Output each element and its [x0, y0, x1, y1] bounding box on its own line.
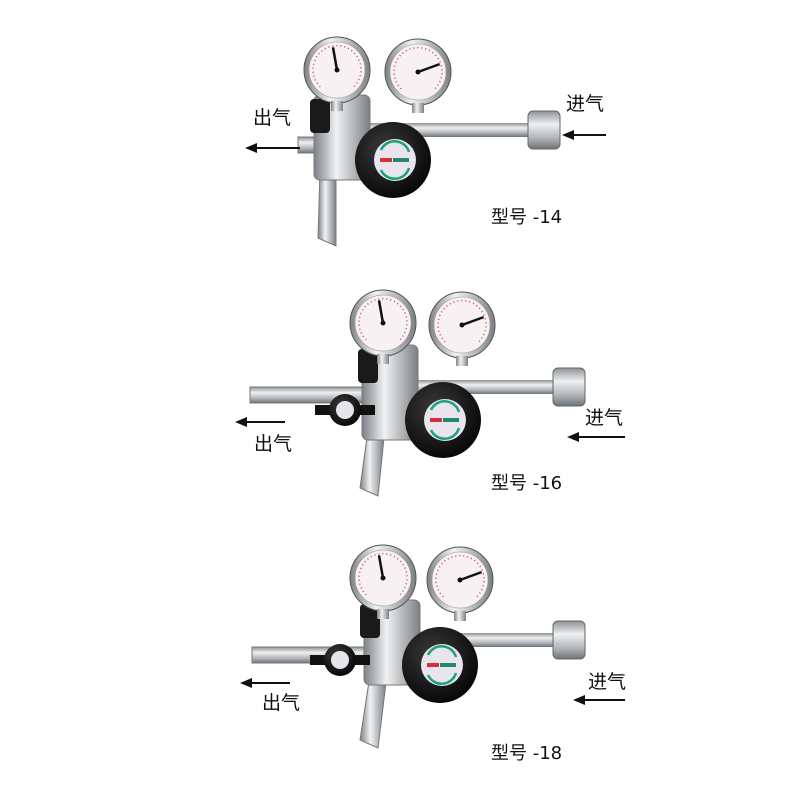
gauge-needle [377, 555, 385, 579]
adjusting-knob [402, 627, 478, 703]
logo-arc [429, 400, 461, 413]
gauge-hub [334, 67, 340, 73]
inlet-arrow-head [567, 432, 579, 442]
gauge-needle [331, 47, 339, 71]
body-cap [360, 604, 380, 638]
gauge-scale [435, 554, 485, 598]
gauge-stem [454, 611, 466, 621]
inlet-nut [552, 367, 586, 407]
gauge-needle [459, 570, 483, 582]
inlet-label: 进气 [566, 93, 605, 115]
gauge-needle [417, 62, 441, 74]
pressure-gauge [426, 546, 494, 621]
gauge-scale [312, 44, 362, 88]
logo-mark [427, 663, 439, 667]
body-cap [310, 99, 330, 133]
inlet-label: 进气 [588, 671, 627, 693]
pressure-gauge [349, 544, 417, 619]
logo-mark [440, 663, 456, 667]
gauge-stem [377, 354, 389, 364]
inlet-arrow-head [562, 130, 574, 140]
gauge-stem [412, 103, 424, 113]
logo-arc [379, 140, 411, 153]
gauge-needle [461, 315, 485, 327]
gauge-scale [393, 46, 443, 90]
model-label: 型号 -14 [491, 207, 563, 228]
outlet-arrow-head [235, 417, 247, 427]
pressure-gauge [428, 291, 496, 366]
gauge-hub [457, 577, 463, 583]
inlet-nut [527, 110, 561, 150]
outlet-arrow-head [240, 678, 252, 688]
logo-mark [380, 158, 392, 162]
adjusting-knob [355, 122, 431, 198]
logo-arc [426, 645, 458, 658]
model-label: 型号 -18 [491, 743, 563, 764]
logo-arc [429, 427, 461, 440]
flowmeter-tube [359, 674, 387, 749]
logo-mark [393, 158, 409, 162]
outlet-label: 出气 [254, 433, 293, 455]
model-label: 型号 -16 [491, 473, 563, 494]
pressure-gauge [384, 38, 452, 113]
gauge-hub [380, 575, 386, 581]
flowmeter-tube [317, 169, 337, 247]
gauge-scale [358, 297, 408, 341]
adjusting-knob [405, 382, 481, 458]
inlet-arrow-head [573, 695, 585, 705]
gauge-hub [459, 322, 465, 328]
gauge-scale [358, 552, 408, 596]
valve-cap [331, 651, 349, 669]
gauge-hub [380, 320, 386, 326]
logo-mark [430, 418, 442, 422]
logo-arc [379, 167, 411, 180]
gauge-stem [456, 356, 468, 366]
gauge-stem [377, 609, 389, 619]
gauge-hub [415, 69, 421, 75]
gauge-stem [331, 101, 343, 111]
outlet-valve [315, 394, 375, 426]
outlet-label: 出气 [262, 692, 301, 714]
body-cap [358, 349, 378, 383]
gauge-scale [437, 299, 487, 343]
inlet-label: 进气 [585, 407, 624, 429]
logo-arc [426, 672, 458, 685]
inlet-nut [552, 620, 586, 660]
gas-regulator [249, 289, 586, 497]
gas-regulator [297, 36, 561, 247]
outlet-label: 出气 [253, 107, 292, 129]
outlet-arrow-head [245, 143, 257, 153]
pressure-gauge [349, 289, 417, 364]
valve-cap [336, 401, 354, 419]
pressure-gauge [303, 36, 371, 111]
outlet-valve [310, 644, 370, 676]
gauge-needle [377, 300, 385, 324]
logo-mark [443, 418, 459, 422]
gas-regulator [251, 544, 586, 749]
